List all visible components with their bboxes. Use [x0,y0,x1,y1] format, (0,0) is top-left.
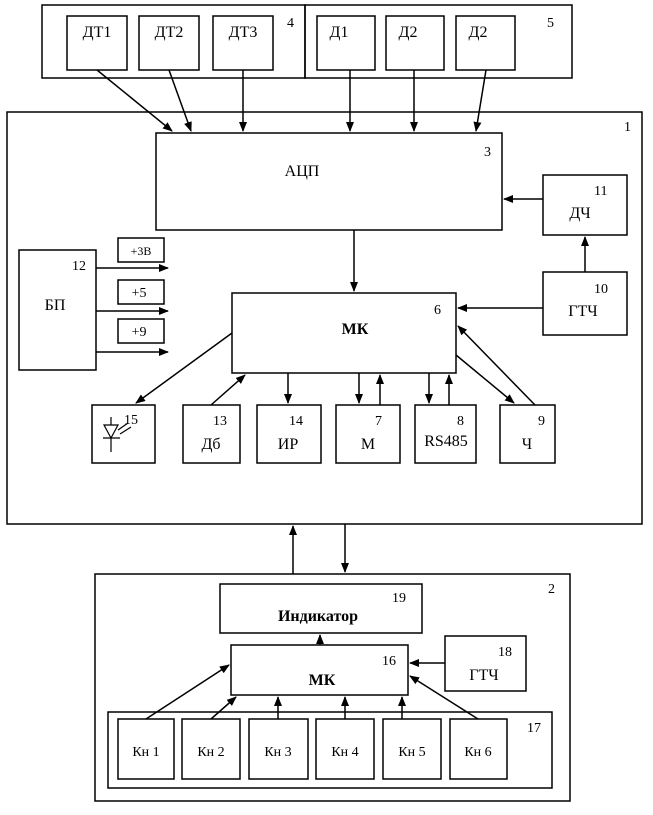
adc-box [156,133,502,230]
key-6-label: Кн 6 [464,745,491,760]
unit-1-frame [7,112,642,524]
db-box [183,405,240,463]
voltage-3v-label: +3В [131,244,152,258]
mk-main-number: 6 [434,303,441,318]
sensor-dt2-label: ДТ2 [155,24,184,41]
sensor-d2b-label: Д2 [469,24,488,41]
adc-number: 3 [484,145,491,160]
voltage-5v-label: +5 [132,286,147,301]
unit-2-number: 2 [548,582,555,597]
mk-main-label: МК [342,321,369,338]
dch-label: ДЧ [569,205,590,222]
group-4-number: 4 [287,16,294,31]
m-box [336,405,400,463]
sensor-d1-label: Д1 [330,24,349,41]
key-2-label: Кн 2 [197,745,224,760]
group-5-number: 5 [547,16,554,31]
rs485-label: RS485 [424,433,468,450]
power-supply-label: БП [45,297,66,314]
ch-label: Ч [522,436,532,453]
m-number: 7 [375,414,382,429]
ir-label: ИР [278,436,299,453]
sensor-dt1-label: ДТ1 [83,24,112,41]
dch-number: 11 [594,184,607,199]
keypad-number: 17 [527,721,541,736]
key-5-label: Кн 5 [398,745,425,760]
mk-remote-number: 16 [382,654,396,669]
voltage-9v-label: +9 [132,325,147,340]
indicator-number: 19 [392,591,406,606]
ch-number: 9 [538,414,545,429]
power-supply-number: 12 [72,259,86,274]
gtch-remote-label: ГТЧ [469,667,498,684]
gtch-main-label: ГТЧ [568,303,597,320]
m-label: М [361,436,375,453]
ir-number: 14 [289,414,303,429]
mk-remote-label: МК [309,672,336,689]
key-3-label: Кн 3 [264,745,291,760]
key-1-label: Кн 1 [132,745,159,760]
indicator-label: Индикатор [278,608,358,625]
sensor-dt3-label: ДТ3 [229,24,258,41]
gtch-remote-number: 18 [498,645,512,660]
sensor-d2a-label: Д2 [399,24,418,41]
unit-1-number: 1 [624,120,631,135]
ch-box [500,405,555,463]
adc-label: АЦП [285,163,320,180]
led-number: 15 [124,413,138,428]
db-label: Дб [201,436,220,453]
key-4-label: Кн 4 [331,745,358,760]
db-number: 13 [213,414,227,429]
rs485-number: 8 [457,414,464,429]
gtch-main-number: 10 [594,282,608,297]
